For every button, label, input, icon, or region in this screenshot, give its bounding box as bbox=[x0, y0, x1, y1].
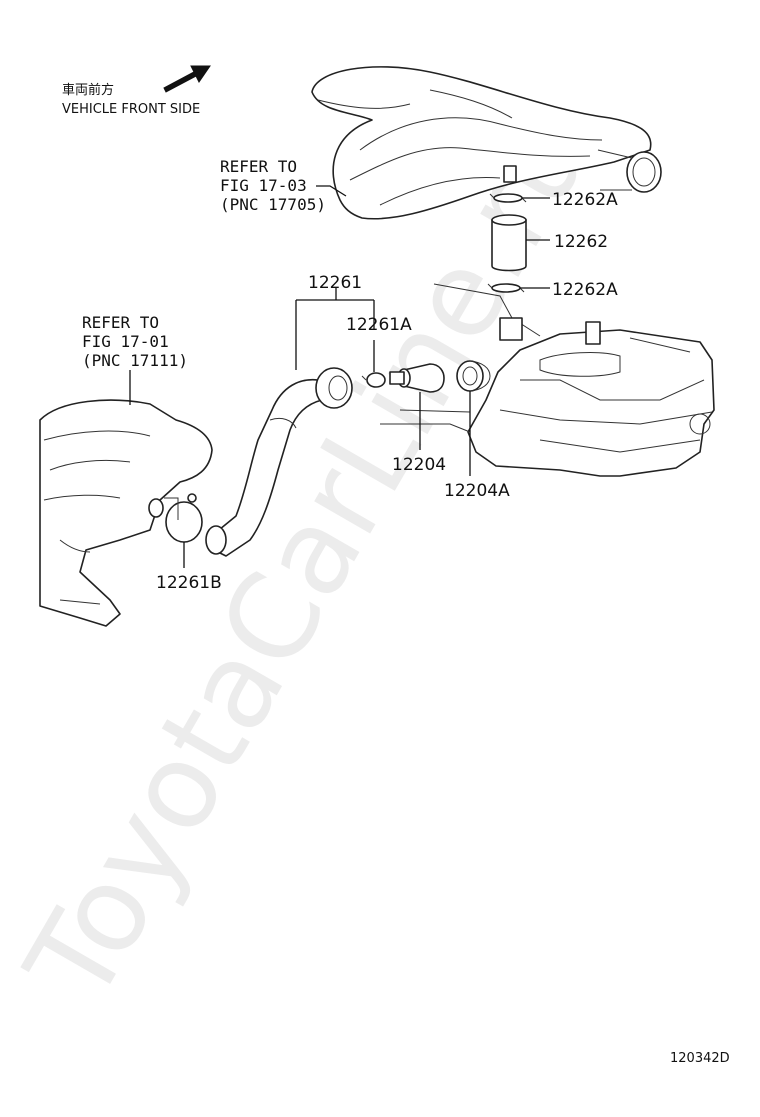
orientation-jp-label: 車両前方 bbox=[62, 82, 114, 98]
leader-12261-bracket bbox=[295, 288, 375, 370]
ref-left-line1: REFER TO bbox=[82, 313, 159, 332]
label-12204: 12204 bbox=[392, 455, 446, 475]
label-12262: 12262 bbox=[554, 232, 608, 252]
ref-top-line3: (PNC 17705) bbox=[220, 195, 326, 214]
clamp-12261b bbox=[165, 493, 203, 543]
ventilation-hose-12261 bbox=[205, 367, 353, 557]
label-12261a: 12261A bbox=[346, 315, 412, 335]
leader-ref-top bbox=[316, 185, 347, 197]
label-12261b: 12261B bbox=[156, 573, 222, 593]
label-12262a-bottom: 12262A bbox=[552, 280, 618, 300]
illustration-id: 120342D bbox=[670, 1051, 730, 1066]
cylinder-head-cover bbox=[380, 283, 715, 477]
pcv-valve-12204 bbox=[389, 363, 445, 393]
intake-manifold bbox=[39, 399, 213, 627]
ref-left-line3: (PNC 17111) bbox=[82, 351, 188, 370]
label-12262a-top: 12262A bbox=[552, 190, 618, 210]
ref-left-line2: FIG 17-01 bbox=[82, 332, 169, 351]
clip-12261a bbox=[361, 372, 386, 388]
hose-12262 bbox=[491, 214, 527, 272]
label-12261: 12261 bbox=[308, 273, 362, 293]
air-cleaner-assembly bbox=[311, 66, 662, 220]
label-12204a: 12204A bbox=[444, 481, 510, 501]
orientation-en-label: VEHICLE FRONT SIDE bbox=[62, 102, 200, 117]
ref-top-line2: FIG 17-03 bbox=[220, 176, 307, 195]
ref-top-line1: REFER TO bbox=[220, 157, 297, 176]
arrow-up-right-icon bbox=[163, 65, 211, 93]
